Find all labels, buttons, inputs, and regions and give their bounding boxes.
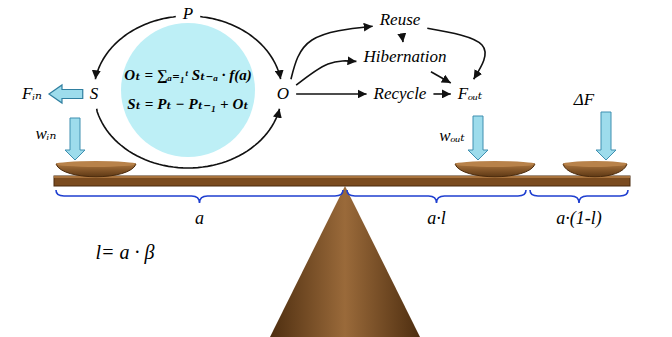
length-label: a·l (427, 208, 446, 229)
flow-arrow (296, 93, 366, 95)
node-label: Fᵢₙ (22, 84, 42, 104)
flow-variable: P (179, 2, 197, 26)
length-label: a·(1-l) (556, 208, 601, 229)
flow-arrow (402, 35, 403, 42)
flow-variable: Fᵢₙ (18, 82, 46, 106)
flow-arrow (296, 61, 356, 85)
weight-label: ΔF (574, 90, 594, 110)
equation-label: l= a · β (95, 241, 154, 264)
node-label: Recycle (374, 84, 427, 104)
weight-label: wᵢₙ (36, 124, 57, 144)
circle-fill (121, 23, 255, 157)
node-label: Hibernation (363, 47, 446, 67)
formula: Oₜ = ∑ₐ₌₁ᵗ Sₜ₋ₐ · f(a) (124, 67, 251, 84)
pan-rim (455, 161, 535, 167)
node-label: P (183, 4, 193, 24)
beam-highlight (54, 176, 630, 178)
node-label: Fₒᵤₜ (458, 84, 482, 104)
weight-arrow (468, 116, 488, 160)
fulcrum (270, 186, 420, 337)
node-label: Reuse (380, 10, 421, 30)
formula-circle: Oₜ = ∑ₐ₌₁ᵗ Sₜ₋ₐ · f(a) Sₜ = Pₜ − Pₜ₋₁ + O… (120, 22, 256, 158)
flow-variable: S (86, 82, 103, 106)
flow-arrow (433, 93, 450, 95)
weight-label: wₒᵤₜ (439, 126, 464, 146)
process-term: Reuse (376, 8, 425, 32)
process-term: Hibernation (359, 45, 450, 69)
flow-variable: Fₒᵤₜ (454, 82, 486, 106)
flow-arrow (291, 26, 373, 79)
process-term: Recycle (370, 82, 431, 106)
length-brace (56, 190, 343, 203)
node-label: S (90, 84, 99, 104)
flow-arrow (431, 72, 451, 83)
pan-rim (563, 161, 627, 167)
weight-arrow (65, 118, 85, 160)
beam (54, 176, 630, 186)
flow-variable: O (273, 82, 293, 106)
length-brace (530, 190, 628, 203)
node-label: O (277, 84, 289, 104)
formula: Sₜ = Pₜ − Pₜ₋₁ + Oₜ (127, 96, 249, 113)
length-label: a (195, 208, 204, 229)
length-brace (347, 190, 526, 203)
pan-rim (56, 161, 136, 167)
circle-outline (120, 22, 256, 158)
hollow-arrow (49, 85, 83, 103)
weight-arrow (596, 112, 616, 160)
